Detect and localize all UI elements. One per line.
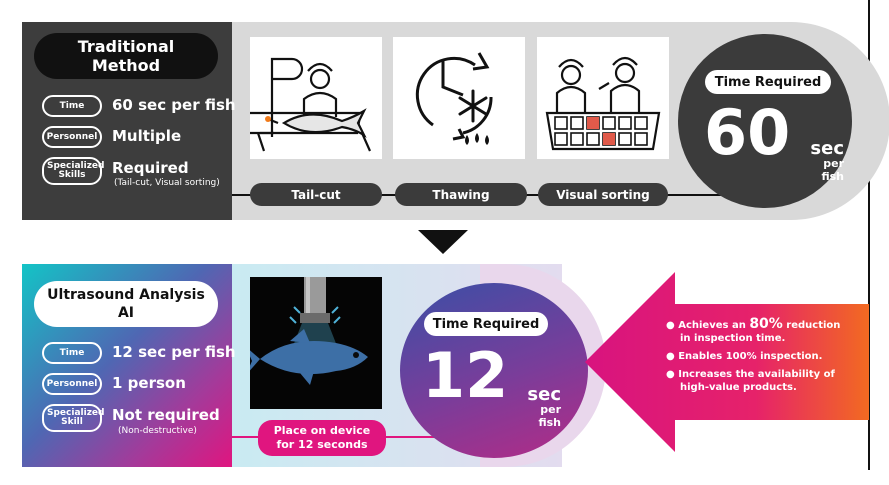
ai-step-pill: Place on device for 12 seconds xyxy=(258,420,386,456)
skills-label: Specialized Skills xyxy=(42,157,104,185)
time-value: 60 sec per fish xyxy=(112,96,236,114)
time-label: Time xyxy=(42,95,102,117)
ultrasound-image xyxy=(246,277,382,409)
traditional-time-unit: sec per fish xyxy=(810,138,844,184)
benefit-item-3: ● Increases the availability of xyxy=(666,369,835,380)
skills-value: Required xyxy=(112,159,189,177)
benefit-item-3-cont: high-value products. xyxy=(680,382,797,393)
benefits-arrow xyxy=(585,272,869,452)
ai-skill-value: Not required xyxy=(112,406,220,424)
visual-sorting-workers-icon xyxy=(545,56,661,151)
personnel-value: Multiple xyxy=(112,127,182,145)
benefit-item-1: ● Achieves an 80% reduction xyxy=(666,316,841,332)
step-thawing: Thawing xyxy=(395,183,527,206)
thawing-image xyxy=(393,37,525,159)
ai-title: Ultrasound Analysis AI xyxy=(34,281,218,327)
worker-tail-cut-icon xyxy=(239,57,372,152)
ai-personnel-label: Personnel xyxy=(42,373,102,395)
tail-cut-image xyxy=(239,37,382,159)
ai-time-value: 12 sec per fish xyxy=(112,343,236,361)
ai-skill-note: (Non-destructive) xyxy=(118,426,197,436)
ai-time-number: 12 xyxy=(422,339,509,412)
traditional-title: Traditional Method xyxy=(34,33,218,79)
skills-note: (Tail-cut, Visual sorting) xyxy=(114,178,220,188)
ai-personnel-value: 1 person xyxy=(112,374,186,392)
ai-time-unit: sec per fish xyxy=(527,384,561,430)
traditional-time-label: Time Required xyxy=(705,70,831,94)
benefit-item-1-cont: in inspection time. xyxy=(680,333,786,344)
thaw-clock-snowflake-icon xyxy=(415,52,493,145)
traditional-time-number: 60 xyxy=(704,96,791,169)
step-tail-cut: Tail-cut xyxy=(250,183,382,206)
divider-line xyxy=(868,0,870,470)
visual-sorting-image xyxy=(537,37,669,159)
ultrasound-fish-device-icon xyxy=(246,277,368,385)
ai-time-label: Time Required xyxy=(424,312,548,336)
personnel-label: Personnel xyxy=(42,126,102,148)
step-visual-sorting: Visual sorting xyxy=(538,183,668,206)
ai-skill-label: Specialized Skill xyxy=(42,404,104,432)
ai-time-label: Time xyxy=(42,342,102,364)
traditional-time-circle xyxy=(678,34,852,208)
benefit-list: ● Achieves an 80% reduction in inspectio… xyxy=(666,316,866,394)
down-arrow-icon xyxy=(418,230,468,254)
benefit-item-2: ● Enables 100% inspection. xyxy=(666,351,823,362)
